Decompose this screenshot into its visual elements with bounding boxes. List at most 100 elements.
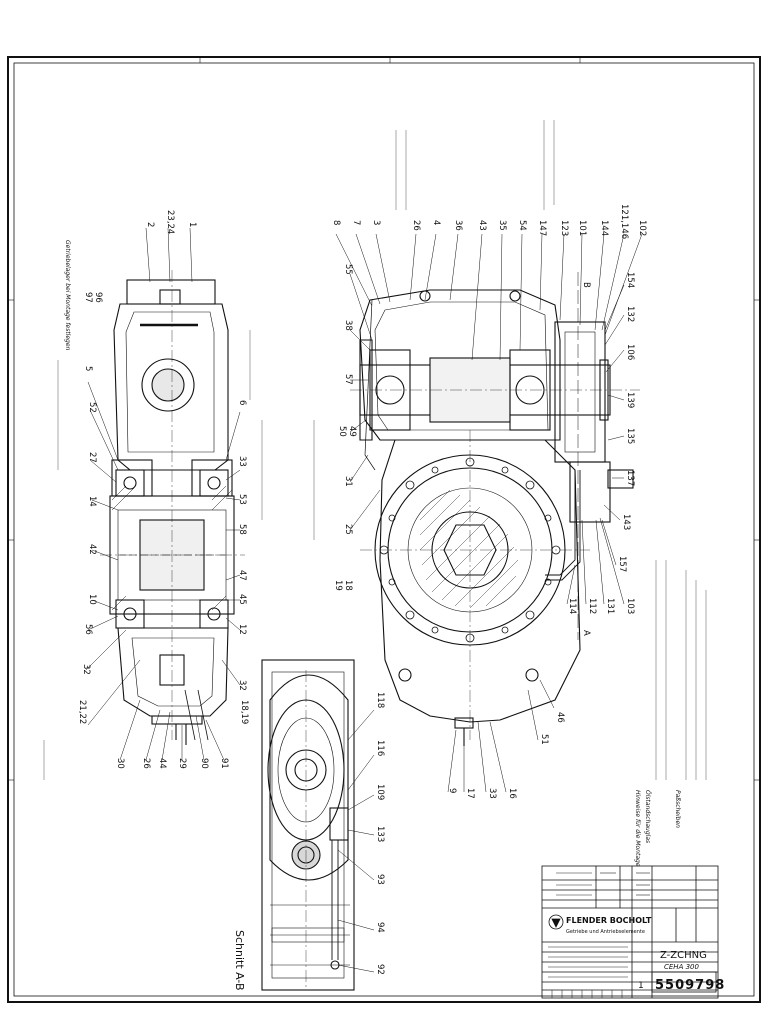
label-29: 29 — [177, 758, 187, 769]
label-58: 58 — [237, 524, 247, 535]
label-137: 137 — [625, 470, 635, 486]
label-133: 133 — [375, 826, 385, 842]
label-12: 12 — [237, 624, 247, 635]
label-38: 38 — [343, 320, 353, 331]
label-114: 114 — [567, 598, 577, 614]
note-bearing: Getriebelager bei Montage festlegen — [64, 240, 71, 351]
label-21-22: 21,22 — [77, 700, 87, 724]
company-subtitle: Getriebe und Antriebselemente — [566, 929, 645, 935]
note-scribbles — [43, 120, 707, 780]
label-91: 91 — [219, 758, 229, 769]
label-35: 35 — [497, 220, 507, 231]
label-10: 10 — [87, 594, 97, 605]
part-labels-bottom: 118 116 109 133 93 94 92 — [375, 692, 385, 975]
label-92: 92 — [375, 964, 385, 975]
label-96: 96 — [93, 292, 103, 303]
label-131: 131 — [605, 598, 615, 614]
label-97: 97 — [83, 292, 93, 303]
section-mark-a: A — [581, 630, 591, 636]
sheet-number: 1 — [638, 981, 644, 991]
drawing-number-box — [651, 971, 717, 993]
label-157: 157 — [617, 556, 627, 572]
label-55: 55 — [343, 264, 353, 275]
label-46: 46 — [555, 712, 565, 723]
label-26-left: 26 — [141, 758, 151, 769]
label-8: 8 — [331, 220, 341, 225]
label-19-right: 19 — [333, 580, 343, 591]
assembly-notes: Hinweise für die Montage Ölstandschaugla… — [64, 240, 681, 867]
note-assembly-title: Hinweise für die Montage — [634, 790, 641, 867]
label-93: 93 — [375, 874, 385, 885]
label-132: 132 — [625, 306, 635, 322]
label-90: 90 — [199, 758, 209, 769]
label-23-24: 23,24 — [165, 210, 175, 234]
label-52: 52 — [87, 402, 97, 413]
note-sightglass: Ölstandschauglas — [644, 790, 651, 843]
outer-frame — [7, 56, 761, 1003]
label-49: 49 — [347, 426, 357, 437]
label-94: 94 — [375, 922, 385, 933]
label-101: 101 — [577, 220, 587, 236]
label-147: 147 — [537, 220, 547, 236]
label-143: 143 — [621, 514, 631, 530]
label-6: 6 — [237, 400, 247, 405]
label-26: 26 — [411, 220, 421, 231]
label-4: 4 — [431, 220, 441, 225]
label-32-left: 32 — [81, 664, 91, 675]
label-2: 2 — [145, 222, 155, 227]
label-32-right: 32 — [237, 680, 247, 691]
label-50: 50 — [337, 426, 347, 437]
right-section-view — [350, 272, 640, 746]
label-33-right: 33 — [487, 788, 497, 799]
label-123: 123 — [559, 220, 569, 236]
label-7: 7 — [351, 220, 361, 225]
label-116: 116 — [375, 740, 385, 756]
label-31: 31 — [343, 476, 353, 487]
section-ab-label: Schnitt A-B — [233, 930, 246, 991]
company-name: FLENDER BOCHOLT — [566, 916, 652, 925]
section-mark-b: B — [581, 282, 591, 288]
label-3: 3 — [371, 220, 381, 225]
label-139: 139 — [625, 392, 635, 408]
label-45: 45 — [237, 594, 247, 605]
label-102: 102 — [637, 220, 647, 236]
label-44: 44 — [157, 758, 167, 769]
label-106: 106 — [625, 344, 635, 360]
label-47: 47 — [237, 570, 247, 581]
label-18-right: 18 — [343, 580, 353, 591]
label-53: 53 — [237, 494, 247, 505]
label-121-146: 121,146 — [619, 204, 629, 239]
label-109: 109 — [375, 784, 385, 800]
label-14: 14 — [87, 496, 97, 507]
label-16: 16 — [507, 788, 517, 799]
label-9: 9 — [447, 788, 457, 793]
label-27: 27 — [87, 452, 97, 463]
border-ticks — [8, 57, 760, 781]
left-section-view — [100, 270, 245, 745]
label-54: 54 — [517, 220, 527, 231]
note-shims: Paßscheiben — [674, 790, 681, 828]
label-43: 43 — [477, 220, 487, 231]
part-labels-left: 2 23,24 1 96 97 5 52 27 14 42 10 56 32 2… — [77, 210, 249, 769]
label-17: 17 — [465, 788, 475, 799]
part-labels-right: 8 7 3 26 4 36 43 35 54 147 123 101 144 1… — [331, 204, 647, 799]
label-36: 36 — [453, 220, 463, 231]
model-designation: CEHA 300 — [664, 963, 699, 971]
label-154: 154 — [625, 272, 635, 288]
drawing-title: Z-ZCHNG — [660, 950, 707, 961]
label-103: 103 — [625, 598, 635, 614]
title-block-text: FLENDER BOCHOLT Getriebe und Antriebsele… — [566, 916, 724, 993]
label-56: 56 — [83, 624, 93, 635]
label-51: 51 — [539, 734, 549, 745]
label-135: 135 — [625, 428, 635, 444]
section-ab-view — [261, 659, 355, 991]
label-25: 25 — [343, 524, 353, 535]
inner-frame — [13, 62, 755, 997]
label-118: 118 — [375, 692, 385, 708]
label-18-19-left: 18,19 — [239, 700, 249, 724]
label-42: 42 — [87, 544, 97, 555]
leader-lines — [85, 227, 643, 973]
label-144: 144 — [599, 220, 609, 236]
